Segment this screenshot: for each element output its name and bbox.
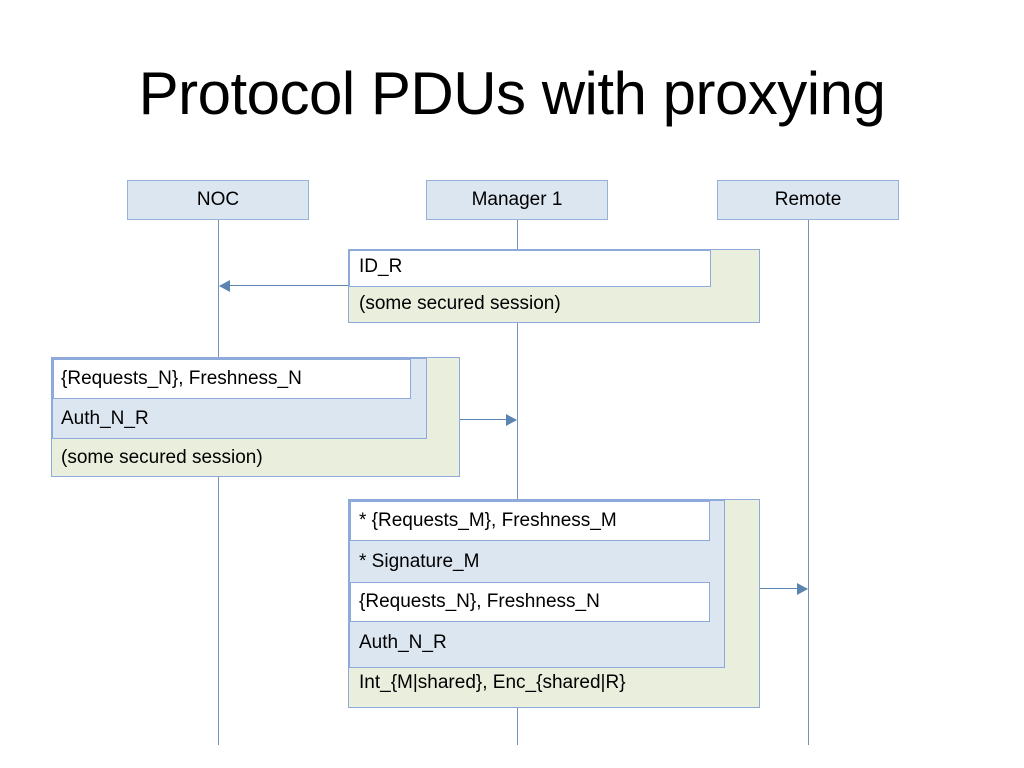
message-1-label-inner: ID_R [359,256,403,277]
message-3-label-requests-n: {Requests_N}, Freshness_N [359,591,600,612]
lifeline-line-manager1 [517,219,518,745]
message-1-arrow-head-icon [219,280,230,292]
message-2-label-inner: {Requests_N}, Freshness_N [61,368,302,389]
lifeline-header-remote[interactable]: Remote [717,180,899,220]
message-1-layer-inner[interactable] [349,250,711,287]
message-3-label-auth-n-r: Auth_N_R [359,632,447,653]
page-title: Protocol PDUs with proxying [138,60,886,127]
message-2-layer-inner[interactable] [53,359,411,399]
message-3-arrow-head-icon [797,583,808,595]
lifeline-header-noc[interactable]: NOC [127,180,309,220]
message-3-label-outer: Int_{M|shared}, Enc_{shared|R} [359,672,626,693]
lifeline-line-noc [218,219,219,745]
message-3-label-requests-m: * {Requests_M}, Freshness_M [359,510,617,531]
lifeline-header-manager1[interactable]: Manager 1 [426,180,608,220]
message-2-arrow-line [460,419,516,420]
message-3-layer-inner-bottom[interactable] [350,582,710,622]
lifeline-line-remote [808,219,809,745]
lifeline-label-manager1: Manager 1 [471,189,563,210]
message-1-label-outer: (some secured session) [359,293,561,314]
message-2-arrow-head-icon [506,414,517,426]
message-3-arrow-line [760,588,807,589]
lifeline-label-noc: NOC [196,189,240,210]
message-2-label-outer: (some secured session) [61,447,263,468]
message-2-label-middle: Auth_N_R [61,408,149,429]
message-1-arrow-line [220,285,348,286]
message-3-label-signature-m: * Signature_M [359,551,480,572]
lifeline-label-remote: Remote [774,189,842,210]
message-3-layer-inner-top[interactable] [350,501,710,541]
